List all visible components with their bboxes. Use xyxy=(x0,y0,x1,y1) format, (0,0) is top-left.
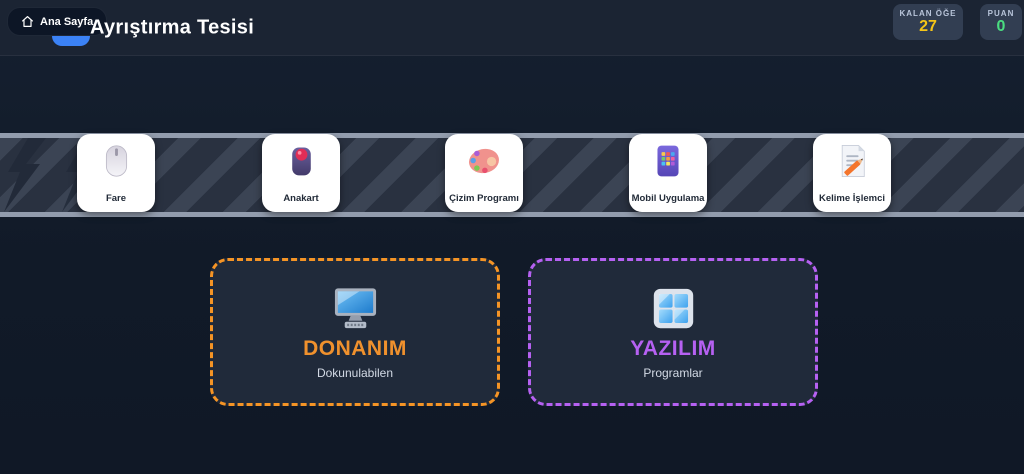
computer-mouse-icon xyxy=(103,143,130,179)
remaining-items-counter: KALAN ÖĞE 27 xyxy=(893,4,963,40)
conveyor-item-label: Kelime İşlemci xyxy=(818,193,885,204)
zone-title-yazilim: YAZILIM xyxy=(630,337,716,360)
conveyor-item-cizim-programi[interactable]: Çizim Programı xyxy=(445,134,523,212)
zone-subtitle-donanim: Dokunulabilen xyxy=(316,366,394,380)
conveyor-item-fare[interactable]: Fare xyxy=(77,134,155,212)
remaining-items-value: 27 xyxy=(919,18,937,35)
zone-subtitle-yazilim: Programlar xyxy=(643,366,703,380)
home-button-label: Ana Sayfa xyxy=(40,15,94,28)
score-counter: PUAN 0 xyxy=(980,4,1022,40)
trackball-icon xyxy=(288,143,315,179)
header-bar: Ana Sayfa Ayrıştırma Tesisi KALAN ÖĞE 27… xyxy=(0,0,1024,56)
conveyor-item-anakart[interactable]: Anakart xyxy=(262,134,340,212)
score-value: 0 xyxy=(996,18,1006,35)
conveyor-item-label: Anakart xyxy=(283,193,319,204)
zone-title-donanim: DONANIM xyxy=(303,337,407,360)
remaining-items-label: KALAN ÖĞE xyxy=(899,9,957,18)
window-icon xyxy=(651,284,696,332)
score-label: PUAN xyxy=(987,9,1015,18)
memo-pencil-icon xyxy=(835,143,869,179)
home-icon xyxy=(21,15,34,28)
conveyor-item-label: Fare xyxy=(105,193,127,204)
desktop-computer-icon xyxy=(332,284,379,332)
drop-zone-yazilim[interactable]: YAZILIM Programlar xyxy=(528,258,818,406)
home-button[interactable]: Ana Sayfa xyxy=(7,7,108,36)
conveyor-item-label: Mobil Uygulama xyxy=(631,193,705,204)
conveyor-item-label: Çizim Programı xyxy=(449,193,519,204)
conveyor-item-kelime-islemci[interactable]: Kelime İşlemci xyxy=(813,134,891,212)
stats-panel: KALAN ÖĞE 27 PUAN 0 xyxy=(893,4,1022,40)
artist-palette-icon xyxy=(466,143,502,179)
drop-zone-donanim[interactable]: DONANIM Dokunulabilen xyxy=(210,258,500,406)
conveyor-item-mobil-uygulama[interactable]: Mobil Uygulama xyxy=(629,134,707,212)
page-title: Ayrıştırma Tesisi xyxy=(90,16,255,39)
mobile-app-icon xyxy=(654,143,682,179)
